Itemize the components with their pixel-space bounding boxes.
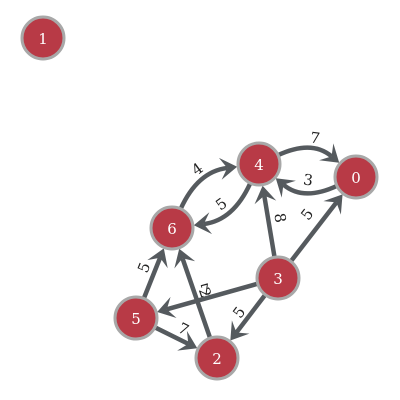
edge-5-to-2 <box>153 325 190 346</box>
edge-weight-3-to-4: 8 <box>270 212 289 224</box>
edge-4-to-6 <box>203 182 253 227</box>
arrowhead-0-to-4 <box>275 178 296 198</box>
node-0[interactable]: 0 <box>333 154 379 200</box>
node-6[interactable]: 6 <box>149 205 195 251</box>
node-label: 6 <box>167 220 177 238</box>
edge-2-to-6 <box>180 257 213 339</box>
edge-0-to-4 <box>281 182 338 196</box>
node-5[interactable]: 5 <box>113 295 159 341</box>
arrowhead-5-to-6 <box>147 248 168 269</box>
arrowhead-3-to-4 <box>254 185 277 205</box>
edge-weight-3-to-5: 7 <box>199 280 213 300</box>
edge-weight-4-to-0: 7 <box>309 128 321 147</box>
node-label: 3 <box>273 270 283 288</box>
edge-4-to-0 <box>277 145 334 159</box>
arrowhead-3-to-0 <box>323 194 343 215</box>
arrowhead-3-to-2 <box>230 320 250 341</box>
node-label: 5 <box>131 310 141 328</box>
edge-5-to-6 <box>141 256 163 300</box>
arrowhead-4-to-0 <box>319 143 340 163</box>
arrowhead-4-to-6 <box>193 212 213 235</box>
node-circle <box>113 295 159 341</box>
node-2[interactable]: 2 <box>194 335 240 381</box>
node-label: 1 <box>38 30 48 48</box>
node-circle <box>20 15 66 61</box>
node-label: 4 <box>254 156 264 174</box>
edge-3-to-5 <box>166 281 259 312</box>
nodes-layer: 0 1 2 3 4 5 6 <box>20 15 379 381</box>
arrowhead-6-to-4 <box>218 157 238 180</box>
node-3[interactable]: 3 <box>255 255 301 301</box>
edge-weight-5-to-6: 5 <box>134 260 154 276</box>
edge-3-to-4 <box>262 195 277 258</box>
node-circle <box>333 154 379 200</box>
node-circle <box>236 141 282 187</box>
arrowhead-2-to-6 <box>174 248 196 269</box>
arrowhead-3-to-5 <box>157 296 177 319</box>
node-4[interactable]: 4 <box>236 141 282 187</box>
node-circle <box>149 205 195 251</box>
edge-3-to-0 <box>289 200 339 263</box>
edges-layer <box>141 143 343 351</box>
edge-3-to-2 <box>234 293 268 334</box>
node-1[interactable]: 1 <box>20 15 66 61</box>
edge-weight-3-to-0: 5 <box>297 205 317 224</box>
edge-weight-0-to-4: 3 <box>302 170 314 189</box>
node-label: 2 <box>212 350 222 368</box>
edge-6-to-4 <box>178 165 228 210</box>
node-circle <box>194 335 240 381</box>
node-circle <box>255 255 301 301</box>
node-label: 0 <box>351 169 361 187</box>
arrowhead-5-to-2 <box>177 330 198 351</box>
